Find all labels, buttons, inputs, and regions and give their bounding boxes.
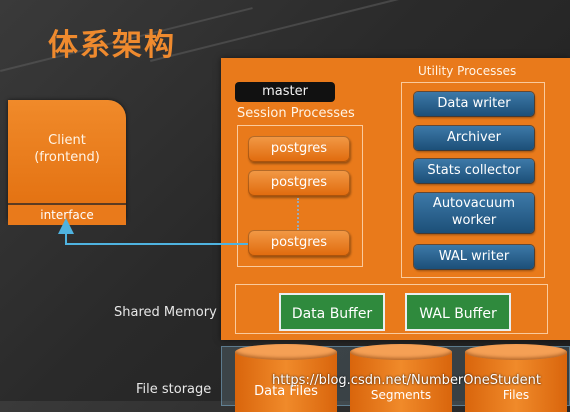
autovacuum-worker-process: Autovacuum worker	[414, 193, 534, 233]
more-processes-dots	[297, 198, 299, 230]
client-connection-arrow	[58, 218, 248, 245]
files-label: Files	[502, 388, 530, 402]
utility-processes-label: Utility Processes	[418, 64, 517, 78]
master-process: master	[235, 82, 335, 102]
stats-collector-process: Stats collector	[414, 159, 534, 183]
data-writer-process: Data writer	[414, 92, 534, 116]
segments-label: Segments	[370, 388, 432, 402]
postgres-process: postgres	[248, 170, 350, 196]
data-buffer: Data Buffer	[279, 293, 385, 331]
session-processes-label: Session Processes	[237, 106, 355, 121]
wal-buffer: WAL Buffer	[405, 293, 511, 331]
data-files-label: Data Files	[254, 384, 318, 399]
client-label: Client (frontend)	[34, 133, 100, 165]
utility-processes-group	[401, 82, 545, 278]
session-processes-group	[237, 125, 363, 267]
client-box: Client (frontend)	[8, 100, 126, 220]
watermark-text: https://blog.csdn.net/NumberOneStudent	[272, 373, 541, 388]
interface-label: interface	[8, 203, 126, 225]
archiver-process: Archiver	[414, 126, 534, 150]
postgres-process: postgres	[248, 230, 350, 256]
connector-line	[58, 218, 248, 245]
postgres-process: postgres	[248, 136, 350, 162]
wal-writer-process: WAL writer	[414, 245, 534, 269]
page-title: 体系架构	[48, 28, 176, 63]
shared-memory-group	[235, 284, 548, 334]
shared-memory-label: Shared Memory	[114, 305, 217, 320]
file-storage-label: File storage	[136, 382, 212, 397]
